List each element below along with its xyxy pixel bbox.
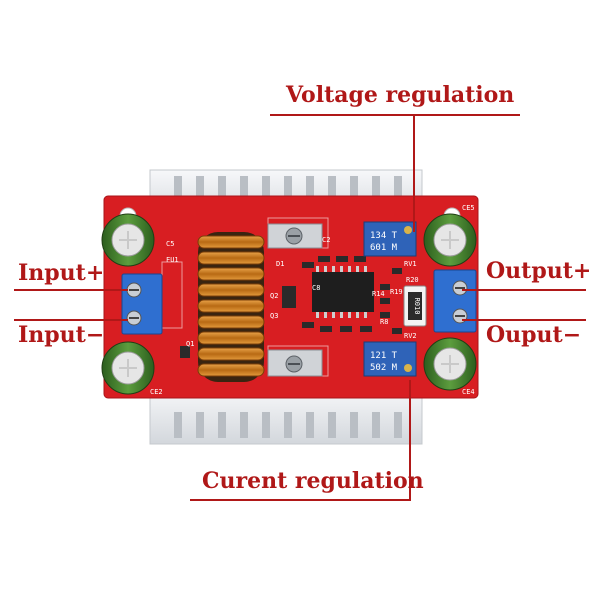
capacitor-input-bottom	[101, 341, 155, 395]
silk-c2: C2	[322, 236, 330, 244]
output-minus-label: Ouput−	[486, 322, 582, 348]
silk-r14: R14	[372, 290, 385, 298]
pot-voltage-code: 601 M	[370, 243, 398, 253]
pot-voltage-text: 134 T	[370, 231, 398, 241]
smd-components: R010	[180, 256, 427, 358]
capacitor-output-top	[423, 213, 477, 267]
silk-ce5: CE5	[462, 204, 475, 212]
voltage-potentiometer[interactable]: 134 T 601 M	[363, 221, 417, 257]
silk-c8: C8	[312, 284, 320, 292]
silk-q3: Q3	[270, 312, 278, 320]
current-regulation-label: Curent regulation	[202, 468, 424, 494]
input-terminal-block[interactable]	[121, 273, 163, 335]
current-potentiometer[interactable]: 121 T 502 M	[363, 341, 417, 377]
silk-ce2: CE2	[150, 388, 163, 396]
silk-rv1: RV1	[404, 260, 417, 268]
silk-ce4: CE4	[462, 388, 475, 396]
silk-r8: R8	[380, 318, 388, 326]
silk-q1: Q1	[186, 340, 194, 348]
capacitor-input-top	[101, 213, 155, 267]
output-terminal-block[interactable]	[433, 269, 477, 333]
input-minus-label: Input−	[18, 322, 105, 348]
inductor-coil	[197, 232, 265, 382]
silk-d1: D1	[276, 260, 284, 268]
silk-q2: Q2	[270, 292, 278, 300]
pot-current-text: 121 T	[370, 351, 398, 361]
silk-rv2: RV2	[404, 332, 417, 340]
current-callout-line	[190, 380, 411, 501]
voltage-regulation-label: Voltage regulation	[286, 82, 515, 108]
capacitor-output-bottom	[423, 337, 477, 391]
transistor-top	[267, 223, 323, 249]
silk-c5: C5	[166, 240, 174, 248]
silk-r19: R19	[390, 288, 403, 296]
resistor-code: R010	[413, 298, 421, 315]
pot-current-code: 502 M	[370, 363, 398, 373]
silkscreen-labels: RV1 RV2 R20 R19 R14 R8 D1 C2 Q1 Q2 Q3 FU…	[150, 204, 475, 396]
transistor-bottom	[267, 349, 323, 377]
input-plus-label: Input+	[18, 260, 105, 286]
silk-r20: R20	[406, 276, 419, 284]
ic-chip	[312, 272, 374, 312]
silk-fu1: FU1	[166, 256, 179, 264]
output-plus-label: Output+	[486, 258, 592, 284]
